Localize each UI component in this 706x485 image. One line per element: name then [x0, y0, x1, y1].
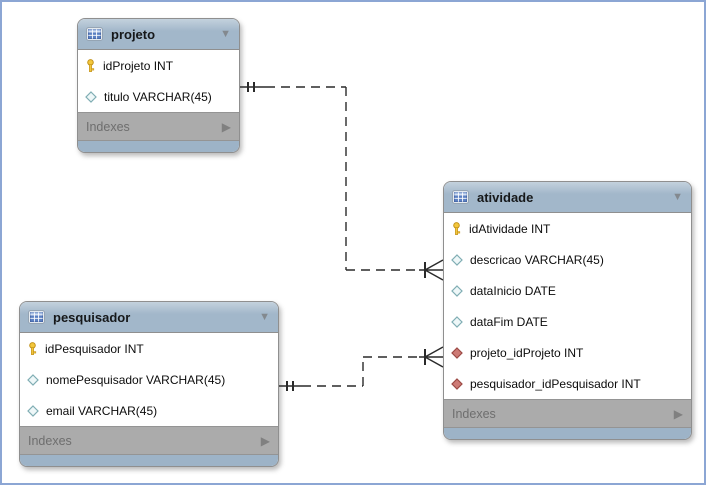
relationship-pesquisador-atividade[interactable]: [279, 346, 444, 391]
expand-arrow-icon[interactable]: ▶: [221, 119, 231, 134]
table-header[interactable]: atividade ▼: [444, 182, 691, 213]
primary-key-icon: [85, 58, 96, 73]
table-columns: idAtividade INT descricao VARCHAR(45) da…: [444, 213, 691, 399]
indexes-label: Indexes: [452, 406, 496, 421]
column-row[interactable]: idProjeto INT: [78, 50, 239, 81]
column-label: nomePesquisador VARCHAR(45): [46, 372, 226, 387]
column-icon: [27, 404, 39, 417]
column-icon: [85, 90, 97, 103]
table-columns: idProjeto INT titulo VARCHAR(45): [78, 50, 239, 112]
column-icon: [451, 253, 463, 266]
column-label: titulo VARCHAR(45): [104, 89, 212, 104]
column-row[interactable]: dataFim DATE: [444, 306, 691, 337]
column-row[interactable]: nomePesquisador VARCHAR(45): [20, 364, 278, 395]
column-row[interactable]: titulo VARCHAR(45): [78, 81, 239, 112]
relationship-projeto-atividade[interactable]: [240, 82, 444, 281]
indexes-row[interactable]: Indexes ▶: [444, 399, 691, 427]
indexes-row[interactable]: Indexes ▶: [20, 426, 278, 454]
collapse-arrow-icon[interactable]: ▼: [259, 310, 270, 323]
column-row[interactable]: idPesquisador INT: [20, 333, 278, 364]
column-row[interactable]: email VARCHAR(45): [20, 395, 278, 426]
table-icon: [28, 310, 45, 324]
table-name: atividade: [477, 189, 534, 205]
table-name: projeto: [111, 26, 156, 42]
collapse-arrow-icon[interactable]: ▼: [220, 27, 231, 40]
column-label: descricao VARCHAR(45): [470, 252, 604, 267]
column-icon: [451, 315, 463, 328]
indexes-row[interactable]: Indexes ▶: [78, 112, 239, 140]
table-footer-strip: [78, 140, 239, 152]
foreign-key-icon: [451, 377, 463, 390]
column-row[interactable]: dataInicio DATE: [444, 275, 691, 306]
expand-arrow-icon[interactable]: ▶: [260, 433, 270, 448]
indexes-label: Indexes: [28, 433, 72, 448]
table-footer-strip: [20, 454, 278, 466]
column-label: email VARCHAR(45): [46, 403, 158, 418]
column-row[interactable]: projeto_idProjeto INT: [444, 337, 691, 368]
column-label: idAtividade INT: [469, 221, 551, 236]
primary-key-icon: [27, 341, 38, 356]
column-icon: [451, 284, 463, 297]
table-node-pesquisador[interactable]: pesquisador ▼ idPesquisador INT: [19, 301, 279, 467]
column-label: pesquisador_idPesquisador INT: [470, 376, 641, 391]
column-label: idProjeto INT: [103, 58, 174, 73]
column-icon: [27, 373, 39, 386]
table-header[interactable]: projeto ▼: [78, 19, 239, 50]
foreign-key-icon: [451, 346, 463, 359]
column-label: dataFim DATE: [470, 314, 548, 329]
expand-arrow-icon[interactable]: ▶: [673, 406, 683, 421]
primary-key-icon: [451, 221, 462, 236]
column-label: dataInicio DATE: [470, 283, 556, 298]
table-name: pesquisador: [53, 309, 131, 325]
column-row[interactable]: idAtividade INT: [444, 213, 691, 244]
column-label: projeto_idProjeto INT: [470, 345, 584, 360]
table-node-atividade[interactable]: atividade ▼ idAtividade INT: [443, 181, 692, 440]
table-icon: [86, 27, 103, 41]
table-header[interactable]: pesquisador ▼: [20, 302, 278, 333]
column-row[interactable]: descricao VARCHAR(45): [444, 244, 691, 275]
collapse-arrow-icon[interactable]: ▼: [672, 190, 683, 203]
table-footer-strip: [444, 427, 691, 439]
column-row[interactable]: pesquisador_idPesquisador INT: [444, 368, 691, 399]
table-node-projeto[interactable]: projeto ▼ idProjeto INT: [77, 18, 240, 153]
table-icon: [452, 190, 469, 204]
table-columns: idPesquisador INT nomePesquisador VARCHA…: [20, 333, 278, 426]
column-label: idPesquisador INT: [45, 341, 144, 356]
indexes-label: Indexes: [86, 119, 130, 134]
